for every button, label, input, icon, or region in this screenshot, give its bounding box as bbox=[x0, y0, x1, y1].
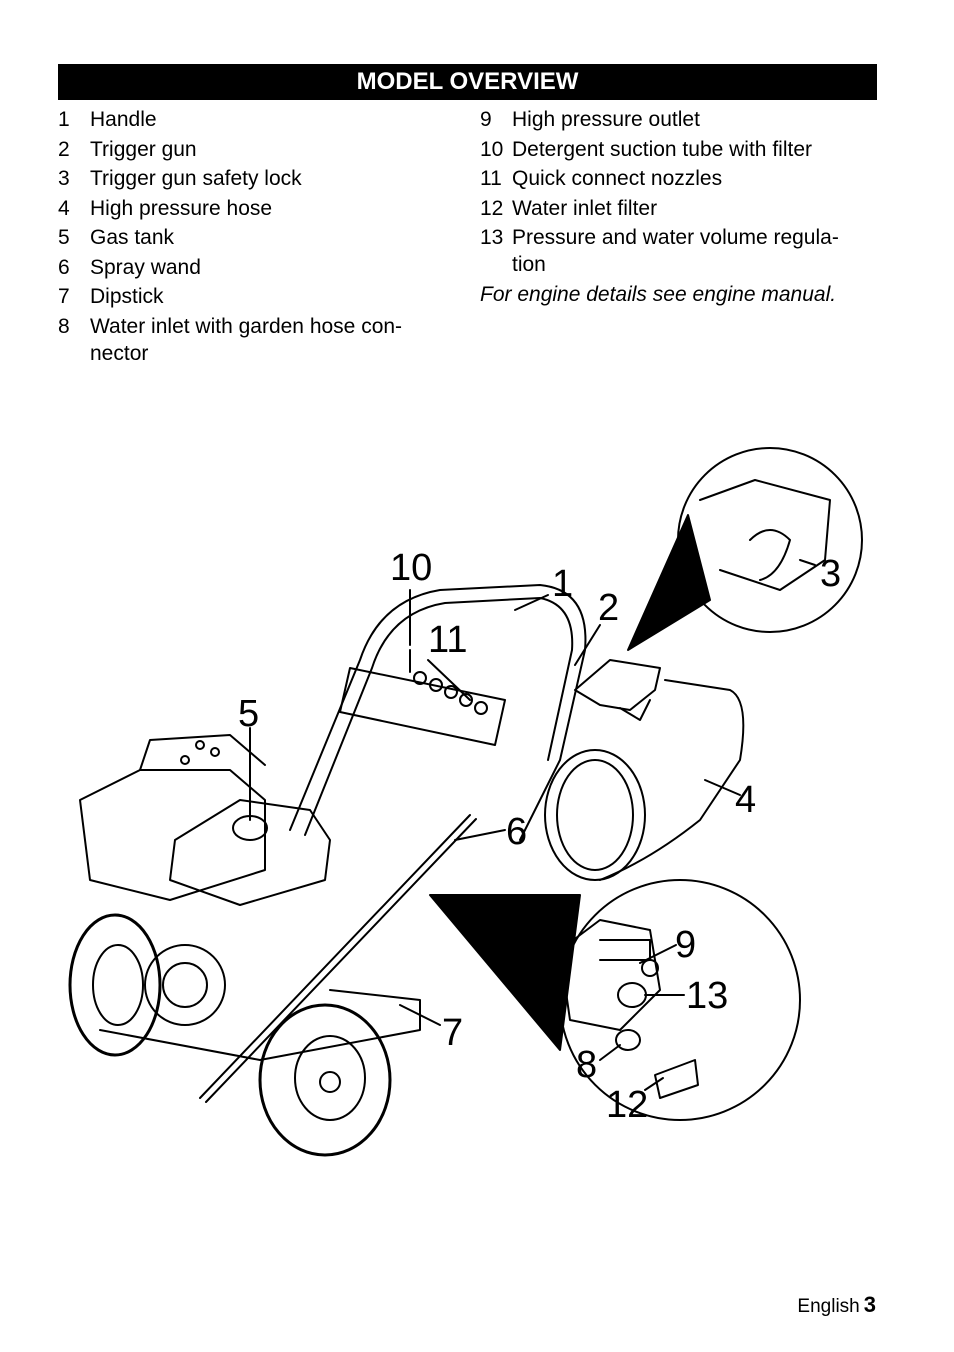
left-wheel bbox=[68, 913, 162, 1057]
item-number: 11 bbox=[480, 167, 502, 190]
callout-label: 9 bbox=[675, 924, 696, 966]
item-label-continued: nector bbox=[90, 341, 149, 365]
item-number: 2 bbox=[58, 137, 70, 161]
list-item: 12 Water inlet filter bbox=[480, 195, 880, 222]
list-item: 7 Dipstick bbox=[58, 283, 448, 310]
callout-label: 6 bbox=[506, 811, 527, 853]
spray-wand bbox=[199, 814, 471, 1099]
item-label: Handle bbox=[90, 108, 157, 131]
callout-label: 3 bbox=[820, 553, 841, 595]
item-label: Pressure and water volume regula- bbox=[512, 226, 839, 249]
footer-language: English bbox=[797, 1296, 860, 1317]
callout-label: 8 bbox=[576, 1044, 597, 1086]
item-label: Water inlet with garden hose con- bbox=[90, 314, 403, 338]
item-label: Trigger gun bbox=[90, 137, 197, 161]
callout-label: 4 bbox=[735, 779, 756, 821]
parts-list-left: 1 Handle 2 Trigger gun 3 Trigger gun safety… bbox=[58, 106, 448, 369]
item-number: 13 bbox=[480, 226, 504, 249]
item-number: 10 bbox=[480, 137, 504, 161]
list-item: 10 Detergent suction tube with filter bbox=[480, 136, 880, 163]
item-number: 3 bbox=[58, 167, 70, 190]
zoom-beam-top bbox=[627, 514, 711, 651]
callout-label: 10 bbox=[390, 547, 432, 589]
parts-list-right: 9 High pressure outlet 10 Detergent suctio… bbox=[480, 106, 880, 308]
pressure-washer-diagram: 1 2 3 4 5 6 7 8 9 10 11 12 13 bbox=[68, 447, 863, 1157]
high-pressure-hose bbox=[599, 679, 745, 881]
item-label: Spray wand bbox=[90, 255, 201, 279]
callout-label: 7 bbox=[442, 1012, 463, 1054]
list-item: 3 Trigger gun safety lock bbox=[58, 165, 448, 192]
item-label: Quick connect nozzles bbox=[512, 167, 723, 190]
item-number: 12 bbox=[480, 196, 504, 220]
callout-label: 2 bbox=[598, 587, 619, 629]
item-number: 5 bbox=[58, 226, 70, 249]
item-label: Water inlet filter bbox=[512, 196, 658, 220]
item-label-continued: tion bbox=[512, 253, 546, 276]
handle-frame bbox=[289, 584, 587, 841]
item-label: Trigger gun safety lock bbox=[90, 167, 302, 190]
item-number: 1 bbox=[58, 108, 70, 131]
page-number: 3 bbox=[863, 1292, 876, 1317]
list-item: 5 Gas tank bbox=[58, 224, 448, 251]
item-label: High pressure hose bbox=[90, 196, 273, 220]
list-item: 9 High pressure outlet bbox=[480, 106, 880, 133]
hose-coil bbox=[544, 749, 646, 881]
list-item: 2 Trigger gun bbox=[58, 136, 448, 163]
item-label: Gas tank bbox=[90, 226, 175, 249]
list-item: 13 Pressure and water volume regula-tion bbox=[480, 224, 880, 278]
list-item: 8 Water inlet with garden hose con-nector bbox=[58, 313, 448, 367]
trigger-gun bbox=[574, 659, 661, 711]
list-item: 11 Quick connect nozzles bbox=[480, 165, 880, 192]
list-item: 6 Spray wand bbox=[58, 254, 448, 281]
detail-circle-safety-lock bbox=[677, 447, 863, 633]
item-label: Detergent suction tube with filter bbox=[512, 137, 812, 161]
item-label: Dipstick bbox=[90, 285, 164, 308]
callout-label: 11 bbox=[428, 619, 467, 661]
list-item: 4 High pressure hose bbox=[58, 195, 448, 222]
item-number: 7 bbox=[58, 285, 70, 308]
callout-label: 12 bbox=[606, 1084, 648, 1126]
list-item: 1 Handle bbox=[58, 106, 448, 133]
engine-note: For engine details see engine manual. bbox=[480, 283, 837, 306]
gas-tank bbox=[169, 799, 331, 906]
callout-label: 1 bbox=[552, 563, 573, 605]
section-title: MODEL OVERVIEW bbox=[58, 64, 877, 100]
control-panel bbox=[339, 667, 506, 746]
callout-label: 5 bbox=[238, 693, 259, 735]
right-wheel bbox=[258, 1003, 392, 1157]
item-number: 4 bbox=[58, 196, 70, 220]
item-number: 9 bbox=[480, 108, 492, 131]
item-number: 6 bbox=[58, 255, 70, 279]
item-number: 8 bbox=[58, 314, 70, 338]
item-label: High pressure outlet bbox=[512, 108, 700, 131]
zoom-beam-bottom bbox=[429, 894, 581, 1051]
callout-label: 13 bbox=[686, 975, 728, 1017]
